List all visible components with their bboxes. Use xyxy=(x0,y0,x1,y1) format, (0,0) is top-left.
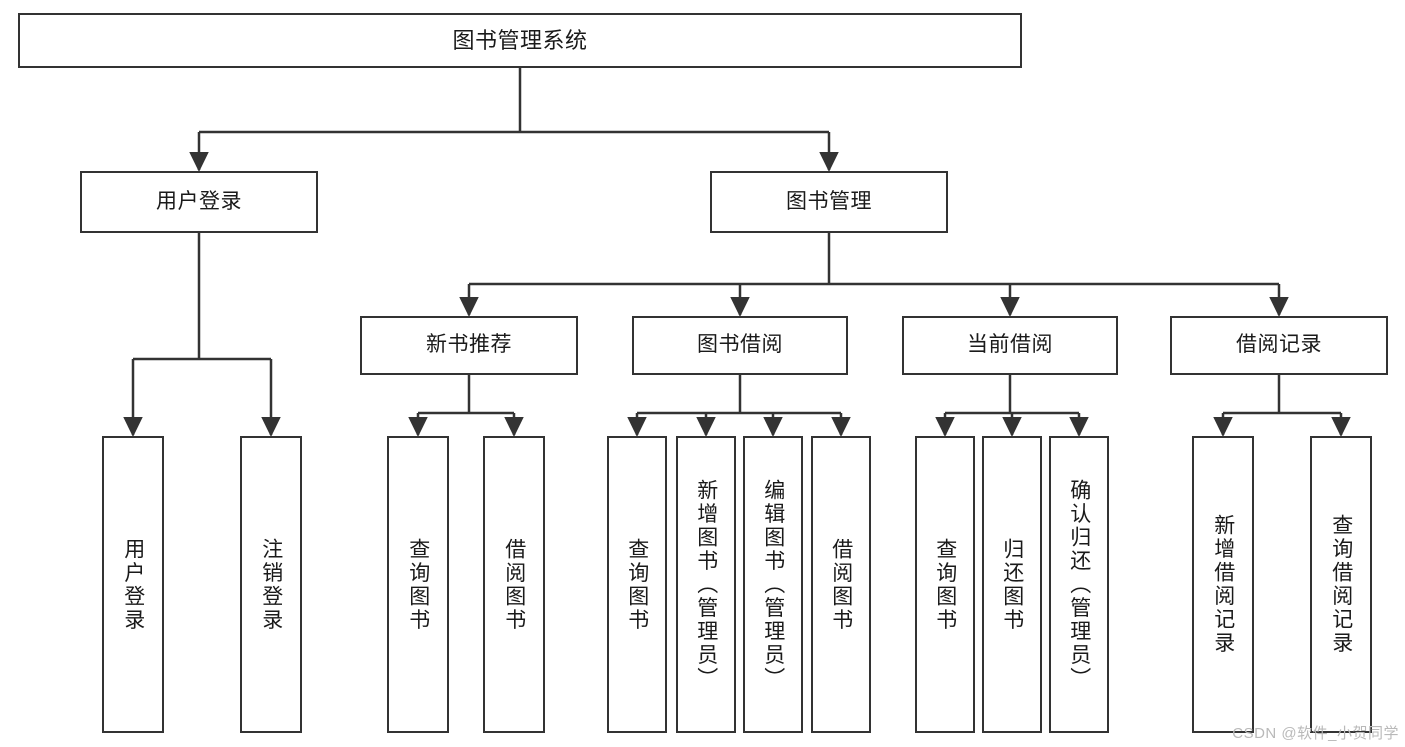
node-label: 借阅图书 xyxy=(502,537,526,632)
node-label: 图书管理 xyxy=(786,189,872,213)
node-label: 当前借阅 xyxy=(967,333,1053,357)
node-leaf-user-login[interactable]: 用户登录 xyxy=(102,436,164,733)
node-label: 编辑图书（管理员） xyxy=(761,478,785,691)
node-book-borrow[interactable]: 图书借阅 xyxy=(632,316,848,375)
node-leaf-add-book[interactable]: 新增图书（管理员） xyxy=(676,436,736,733)
node-borrow-record[interactable]: 借阅记录 xyxy=(1170,316,1388,375)
node-label: 用户登录 xyxy=(156,189,242,213)
node-label: 确认归还（管理员） xyxy=(1067,478,1091,691)
node-label: 图书借阅 xyxy=(697,333,783,357)
node-new-book-rec[interactable]: 新书推荐 xyxy=(360,316,578,375)
node-leaf-add-rec[interactable]: 新增借阅记录 xyxy=(1192,436,1254,733)
node-label: 新书推荐 xyxy=(426,333,512,357)
node-label: 查询图书 xyxy=(625,537,649,632)
node-book-manage[interactable]: 图书管理 xyxy=(710,171,948,233)
node-label: 新增借阅记录 xyxy=(1211,514,1235,655)
node-leaf-query-rec[interactable]: 查询借阅记录 xyxy=(1310,436,1372,733)
node-leaf-confirm[interactable]: 确认归还（管理员） xyxy=(1049,436,1109,733)
node-leaf-query-1[interactable]: 查询图书 xyxy=(387,436,449,733)
node-leaf-borrow-2[interactable]: 借阅图书 xyxy=(811,436,871,733)
node-leaf-return[interactable]: 归还图书 xyxy=(982,436,1042,733)
node-label: 借阅记录 xyxy=(1236,333,1322,357)
node-leaf-logout[interactable]: 注销登录 xyxy=(240,436,302,733)
node-label: 查询图书 xyxy=(933,537,957,632)
node-root[interactable]: 图书管理系统 xyxy=(18,13,1022,68)
node-leaf-query-3[interactable]: 查询图书 xyxy=(915,436,975,733)
node-label: 查询借阅记录 xyxy=(1329,514,1353,655)
node-label: 归还图书 xyxy=(1000,537,1024,632)
node-current-borrow[interactable]: 当前借阅 xyxy=(902,316,1118,375)
node-leaf-borrow-1[interactable]: 借阅图书 xyxy=(483,436,545,733)
node-user-login[interactable]: 用户登录 xyxy=(80,171,318,233)
node-label: 图书管理系统 xyxy=(452,27,588,53)
node-label: 注销登录 xyxy=(259,537,283,632)
node-leaf-edit-book[interactable]: 编辑图书（管理员） xyxy=(743,436,803,733)
node-leaf-query-2[interactable]: 查询图书 xyxy=(607,436,667,733)
node-label: 查询图书 xyxy=(406,537,430,632)
node-label: 新增图书（管理员） xyxy=(694,478,718,691)
node-label: 借阅图书 xyxy=(829,537,853,632)
node-label: 用户登录 xyxy=(121,537,145,632)
